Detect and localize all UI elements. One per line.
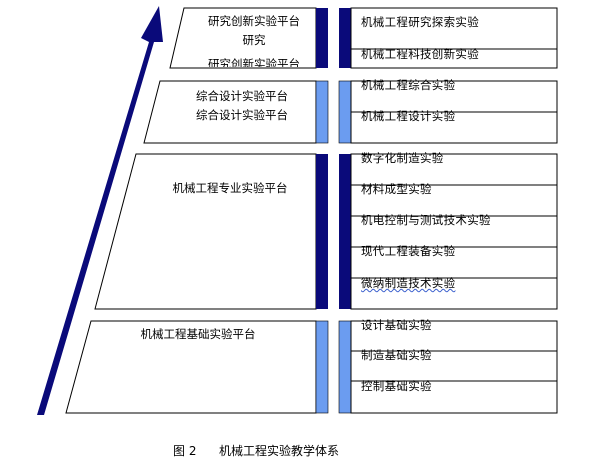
exp-label: 材料成型实验 [361, 182, 432, 196]
bar-comprehensive-left [315, 80, 329, 144]
exp-label: 制造基础实验 [361, 348, 432, 362]
exp-label: 微纳制造技术实验 [361, 276, 456, 290]
exp-box-basic [350, 320, 558, 414]
platform-label-comprehensive-2: 综合设计实验平台 [196, 108, 288, 122]
platform-label-professional: 机械工程专业实验平台 [172, 181, 288, 195]
exp-label: 机械工程研究探索实验 [361, 15, 479, 29]
bar-professional-right [339, 154, 351, 309]
exp-label: 设计基础实验 [361, 318, 432, 332]
exp-box-professional [350, 153, 558, 310]
figure-caption: 机械工程实验教学体系 [219, 444, 340, 458]
exp-label: 数字化制造实验 [361, 151, 444, 165]
exp-label: 现代工程装备实验 [361, 244, 456, 258]
exp-label: 控制基础实验 [361, 379, 432, 393]
exp-label: 机电控制与测试技术实验 [361, 213, 491, 227]
platform-label-basic: 机械工程基础实验平台 [140, 327, 256, 341]
figure-number: 图 2 [173, 444, 197, 458]
bar-research-left [316, 8, 328, 68]
exp-label: 机械工程综合实验 [361, 78, 456, 92]
platform-box-professional [94, 153, 317, 310]
upward-arrow-icon [37, 6, 163, 415]
exp-box-research [350, 7, 558, 69]
bar-professional-left [316, 154, 328, 309]
platform-label-research-2: 研究 [242, 33, 266, 47]
platform-label-research-3: 研究创新实验平台 [208, 57, 300, 67]
bar-comprehensive-right [338, 80, 352, 144]
platform-label-comprehensive-1: 综合设计实验平台 [196, 89, 288, 103]
platform-label-research-1: 研究创新实验平台 [208, 14, 300, 28]
exp-label: 机械工程设计实验 [361, 109, 456, 123]
bar-basic-right [338, 320, 352, 414]
bar-research-right [339, 8, 351, 68]
exp-label: 机械工程科技创新实验 [361, 47, 479, 61]
bar-basic-left [315, 320, 329, 414]
